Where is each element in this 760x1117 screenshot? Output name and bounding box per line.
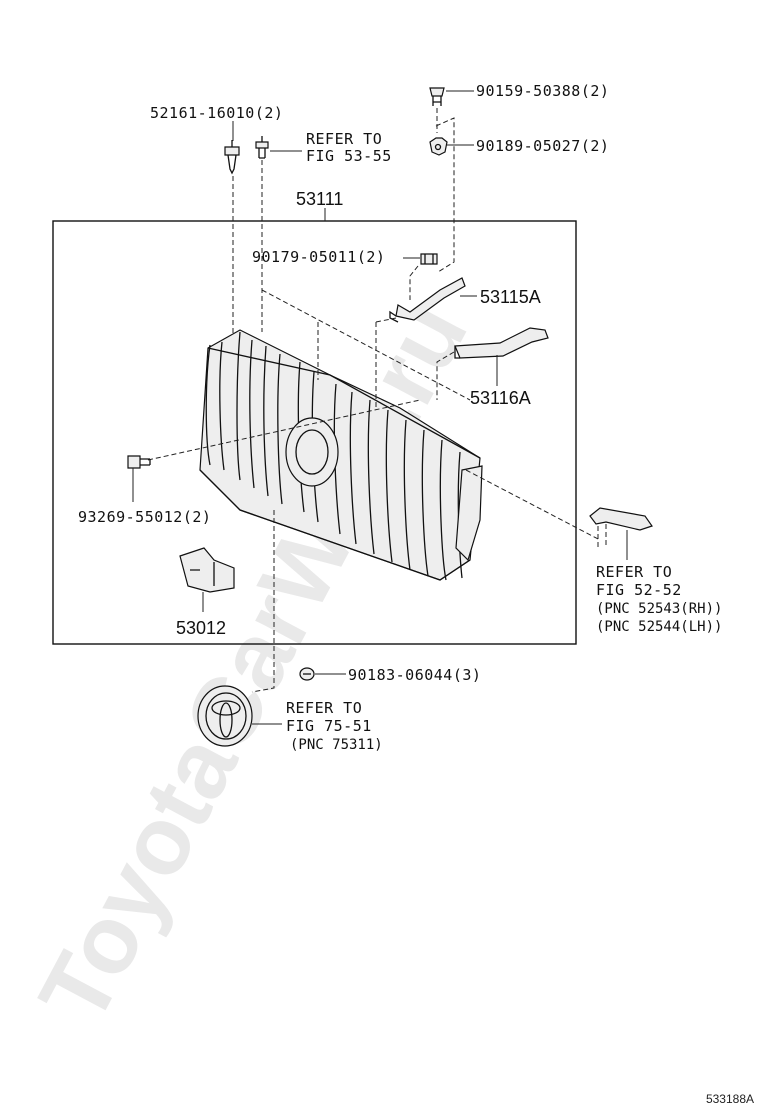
box-label-53111: 53111 — [296, 189, 343, 209]
moulding-53115a-icon — [389, 277, 466, 323]
nut-90189-icon — [429, 137, 448, 156]
refer-fig75-line1: REFER TO — [286, 699, 362, 717]
refer-fig53-line2: FIG 53-55 — [306, 147, 392, 165]
part-label-53116a: 53116A — [470, 388, 531, 408]
toyota-emblem-icon — [197, 685, 253, 747]
part-label-90189: 90189-05027(2) — [476, 137, 609, 155]
radiator-grille-drawing — [199, 329, 483, 581]
grille-assembly-box — [52, 220, 577, 645]
bolt-90159-icon — [429, 87, 445, 106]
refer-fig52-pnc-lh: (PNC 52544(LH)) — [596, 619, 722, 635]
part-label-52161: 52161-16010(2) — [150, 104, 283, 122]
refer-fig52-line2: FIG 52-52 — [596, 581, 682, 599]
part-label-90183: 90183-06044(3) — [348, 666, 481, 684]
bolt-93269-icon — [127, 455, 151, 469]
refer-fig53-line1: REFER TO — [306, 130, 382, 148]
bracket-53012-icon — [179, 547, 235, 593]
part-label-90159: 90159-50388(2) — [476, 82, 609, 100]
refer-fig75-line2: FIG 75-51 — [286, 717, 372, 735]
part-label-90179: 90179-05011(2) — [252, 248, 385, 266]
grille-moulding-ref-icon — [589, 507, 653, 548]
moulding-53116a-icon — [454, 327, 549, 359]
clip-fig53-icon — [255, 136, 269, 159]
refer-fig52-line1: REFER TO — [596, 563, 672, 581]
refer-fig52-pnc-rh: (PNC 52543(RH)) — [596, 601, 722, 617]
clip-52161-icon — [224, 140, 240, 175]
screw-90179-icon — [420, 253, 438, 265]
part-label-53012: 53012 — [176, 618, 226, 638]
part-label-93269: 93269-55012(2) — [78, 508, 211, 526]
clip-90183-icon — [299, 667, 315, 681]
part-label-53115a: 53115A — [480, 287, 541, 307]
refer-fig75-pnc: (PNC 75311) — [290, 737, 383, 753]
diagram-code: 533188A — [705, 1092, 754, 1106]
